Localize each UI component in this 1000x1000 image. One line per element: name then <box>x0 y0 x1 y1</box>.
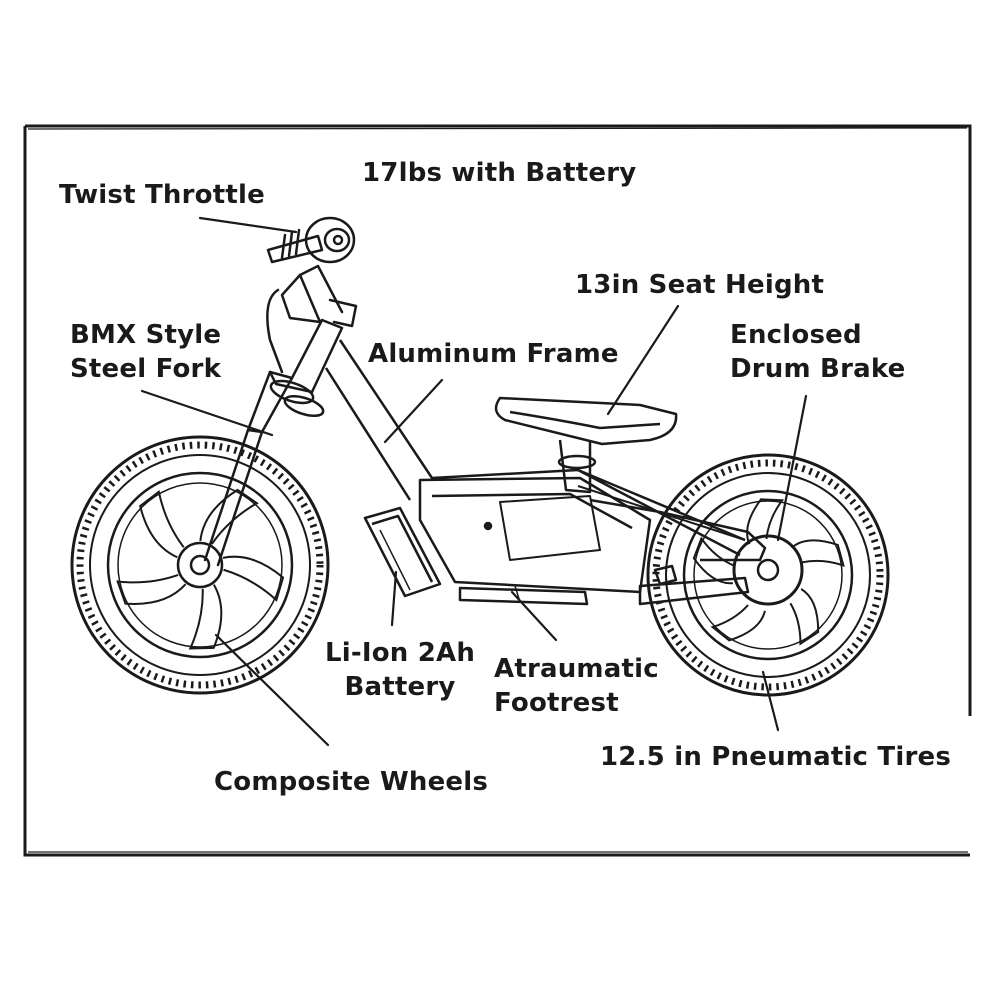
label-tires: 12.5 in Pneumatic Tires <box>600 742 952 772</box>
label-weight: 17lbs with Battery <box>362 158 637 188</box>
handlebar-stem <box>298 264 344 324</box>
wheel-spoke <box>222 555 285 602</box>
label-battery-line1: Li-Ion 2Ah <box>325 638 476 668</box>
label-footrest-line2: Footrest <box>494 688 619 718</box>
leader-twist-throttle <box>198 216 298 234</box>
label-seat-height: 13in Seat Height <box>575 270 825 300</box>
rear-wheel-spokes <box>692 498 845 646</box>
leader-tires <box>761 670 780 732</box>
stem-clamp <box>328 298 358 328</box>
rear-wheel <box>646 453 890 697</box>
rear-rim <box>682 489 854 661</box>
battery-box <box>418 476 652 594</box>
leader-footrest <box>510 590 558 642</box>
label-aluminum-frame: Aluminum Frame <box>368 339 619 369</box>
wheel-spoke <box>199 488 259 545</box>
label-drum-brake: Enclosed Drum Brake <box>730 318 905 386</box>
front-tire-tread <box>76 441 324 689</box>
label-footrest-line1: Atraumatic <box>494 654 659 684</box>
footrest <box>363 506 589 606</box>
label-twist-throttle: Twist Throttle <box>59 180 265 210</box>
rear-tire-tread <box>652 459 884 691</box>
label-fork-line1: BMX Style <box>70 320 222 350</box>
seat <box>494 396 678 494</box>
label-brake-line1: Enclosed <box>730 320 862 350</box>
front-rim <box>106 471 294 659</box>
wheel-spoke <box>790 539 845 567</box>
label-battery-line2: Battery <box>344 672 456 702</box>
front-wheel-spokes <box>116 488 285 650</box>
headset-ring <box>269 379 315 405</box>
label-brake-line2: Drum Brake <box>730 354 906 384</box>
fork-leg <box>203 428 264 567</box>
rear-stays <box>589 498 767 606</box>
wheel-spoke <box>116 574 187 605</box>
twist-throttle-grip <box>304 216 356 264</box>
front-tire <box>70 435 330 695</box>
label-fork: BMX Style Steel Fork <box>70 318 221 386</box>
leader-seat-height <box>606 304 680 416</box>
wheel-spoke <box>139 490 185 559</box>
front-wheel <box>70 435 330 695</box>
head-tube <box>290 318 344 394</box>
leader-drum-brake <box>776 394 808 542</box>
label-battery: Li-Ion 2Ah Battery <box>325 636 475 704</box>
leader-lines <box>140 216 808 747</box>
leader-fork <box>140 389 274 437</box>
drum-brake-hub <box>732 534 804 606</box>
front-hub <box>176 541 224 589</box>
label-wheels: Composite Wheels <box>214 767 489 797</box>
fork-and-steering <box>203 228 358 567</box>
wheel-spoke <box>710 604 766 642</box>
leader-wheels <box>214 633 330 747</box>
wheel-spoke <box>789 588 820 646</box>
handlebar <box>266 234 324 264</box>
frame-border <box>23 124 972 857</box>
leader-battery <box>390 570 398 627</box>
wheel-spoke <box>188 584 223 650</box>
aluminum-frame <box>324 339 746 557</box>
label-fork-line2: Steel Fork <box>70 354 222 384</box>
label-footrest: Atraumatic Footrest <box>494 652 659 720</box>
leader-aluminum-frame <box>383 378 444 444</box>
